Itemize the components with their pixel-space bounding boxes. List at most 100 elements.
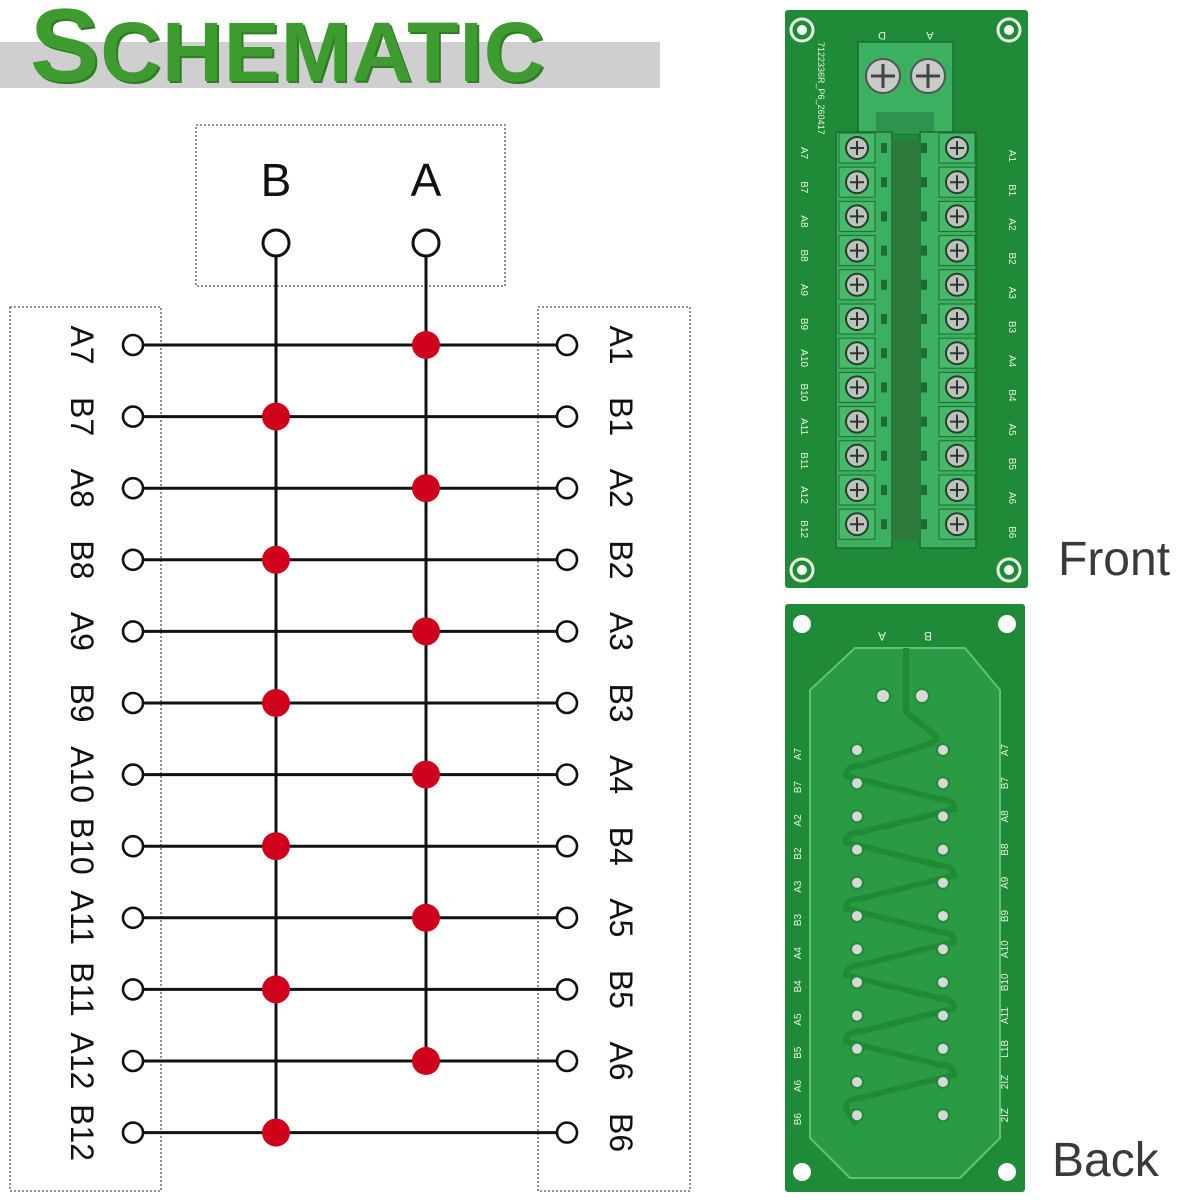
junction-dot bbox=[262, 832, 290, 861]
back-pad bbox=[850, 743, 864, 757]
screw-slot bbox=[950, 483, 964, 497]
terminal-latch bbox=[881, 211, 887, 222]
screw-slot bbox=[850, 312, 864, 326]
front-left-label: B12 bbox=[798, 520, 809, 538]
mounting-hole bbox=[996, 17, 1022, 43]
terminal-latch bbox=[881, 177, 887, 188]
front-board: D A 7122336R_P6_260417 A7B7A8B8A9B9A10B1… bbox=[785, 10, 1028, 588]
back-pad bbox=[936, 942, 950, 957]
screw-slot bbox=[950, 243, 964, 258]
back-left-label: B4 bbox=[793, 980, 804, 993]
terminal-latch bbox=[921, 143, 927, 153]
terminal-latch bbox=[881, 382, 887, 393]
back-pad bbox=[850, 909, 864, 923]
front-right-label: A5 bbox=[1006, 423, 1017, 436]
screw-slot bbox=[950, 175, 964, 190]
screw-slot bbox=[950, 209, 964, 224]
back-pad bbox=[936, 1075, 950, 1089]
left-terminal-label: B7 bbox=[64, 397, 100, 436]
terminal-latch bbox=[881, 279, 887, 290]
right-terminal bbox=[555, 620, 579, 643]
right-terminal-label: A5 bbox=[603, 898, 639, 937]
terminal-latch bbox=[921, 211, 927, 222]
right-terminal-label: A3 bbox=[603, 612, 639, 651]
back-left-label: B3 bbox=[793, 913, 804, 926]
front-left-label: B8 bbox=[798, 249, 809, 262]
left-terminal bbox=[121, 906, 145, 930]
left-terminal-label: A12 bbox=[64, 1033, 100, 1090]
back-serpentine-trace bbox=[842, 739, 958, 1127]
terminal-latch bbox=[921, 314, 927, 324]
mounting-hole-center bbox=[797, 565, 807, 575]
back-right-label: B8 bbox=[1000, 843, 1011, 856]
screw-slot bbox=[850, 483, 864, 497]
terminal-latch bbox=[881, 245, 887, 256]
right-terminal bbox=[555, 763, 579, 786]
mounting-hole bbox=[793, 615, 811, 633]
left-terminal-label: B11 bbox=[64, 962, 100, 1017]
left-terminal-label: A7 bbox=[64, 325, 100, 364]
back-pad bbox=[936, 1108, 950, 1123]
terminal-latch bbox=[921, 450, 927, 461]
right-terminal bbox=[555, 978, 579, 1001]
back-top-label-a: A bbox=[878, 629, 886, 643]
front-right-label: A2 bbox=[1006, 218, 1017, 231]
right-terminal-label: B5 bbox=[603, 970, 639, 1009]
back-left-label: A5 bbox=[793, 1013, 804, 1026]
screw-slot bbox=[850, 141, 864, 155]
junction-dot bbox=[262, 689, 290, 717]
back-pad bbox=[850, 875, 864, 890]
back-right-label: B9 bbox=[1000, 909, 1011, 922]
terminal-latch bbox=[921, 382, 927, 393]
left-terminal-label: A11 bbox=[64, 891, 100, 946]
bus-pad bbox=[875, 688, 891, 704]
left-terminal bbox=[121, 1049, 145, 1073]
terminal-latch bbox=[881, 143, 887, 153]
right-terminal-box bbox=[537, 306, 691, 1192]
terminal-latch bbox=[881, 314, 887, 324]
right-terminal-label: B1 bbox=[603, 397, 639, 436]
front-labels: A7B7A8B8A9B9A10B10A11B11A12B12A1B1A2B2A3… bbox=[798, 147, 1017, 539]
front-mounting-holes bbox=[789, 17, 1022, 583]
back-pad bbox=[936, 975, 950, 990]
front-left-label: B7 bbox=[798, 181, 809, 194]
screw-slot bbox=[850, 243, 864, 258]
left-terminal bbox=[121, 620, 145, 643]
title-band bbox=[0, 42, 660, 88]
right-terminal bbox=[555, 333, 579, 357]
mounting-hole bbox=[998, 615, 1016, 633]
left-terminal-label: B8 bbox=[64, 540, 100, 579]
screw-slot bbox=[850, 414, 864, 429]
junction-dot bbox=[262, 402, 290, 431]
back-right-label: A11 bbox=[1000, 1007, 1011, 1024]
junction-dot bbox=[412, 760, 440, 789]
left-terminal bbox=[121, 333, 145, 357]
terminal-latch bbox=[921, 519, 927, 530]
mounting-hole-center bbox=[797, 25, 807, 35]
front-right-label: B4 bbox=[1006, 389, 1017, 402]
back-pads bbox=[850, 743, 950, 1123]
back-pad bbox=[936, 776, 950, 791]
terminal-latch bbox=[881, 450, 887, 461]
front-screws bbox=[838, 132, 976, 540]
junction-dot bbox=[412, 1047, 440, 1075]
screw-slot bbox=[850, 277, 864, 292]
left-terminal-label: A8 bbox=[64, 469, 100, 508]
back-right-label: 2IZ bbox=[1000, 1075, 1011, 1089]
screw-slot bbox=[950, 380, 964, 395]
terminal-latch bbox=[921, 416, 927, 427]
back-left-label: B6 bbox=[793, 1113, 804, 1126]
terminal-latch bbox=[921, 348, 927, 359]
schematic-title: SCHEMATIC bbox=[30, 0, 545, 98]
back-pad bbox=[850, 776, 864, 791]
front-left-label: A8 bbox=[798, 215, 809, 228]
screw-slot bbox=[950, 312, 964, 326]
right-terminal bbox=[555, 548, 579, 572]
screw-slot bbox=[850, 209, 864, 224]
back-left-label: A3 bbox=[793, 880, 804, 893]
back-left-label: B5 bbox=[793, 1046, 804, 1059]
back-pad bbox=[850, 842, 864, 857]
front-left-label: A11 bbox=[798, 418, 809, 435]
